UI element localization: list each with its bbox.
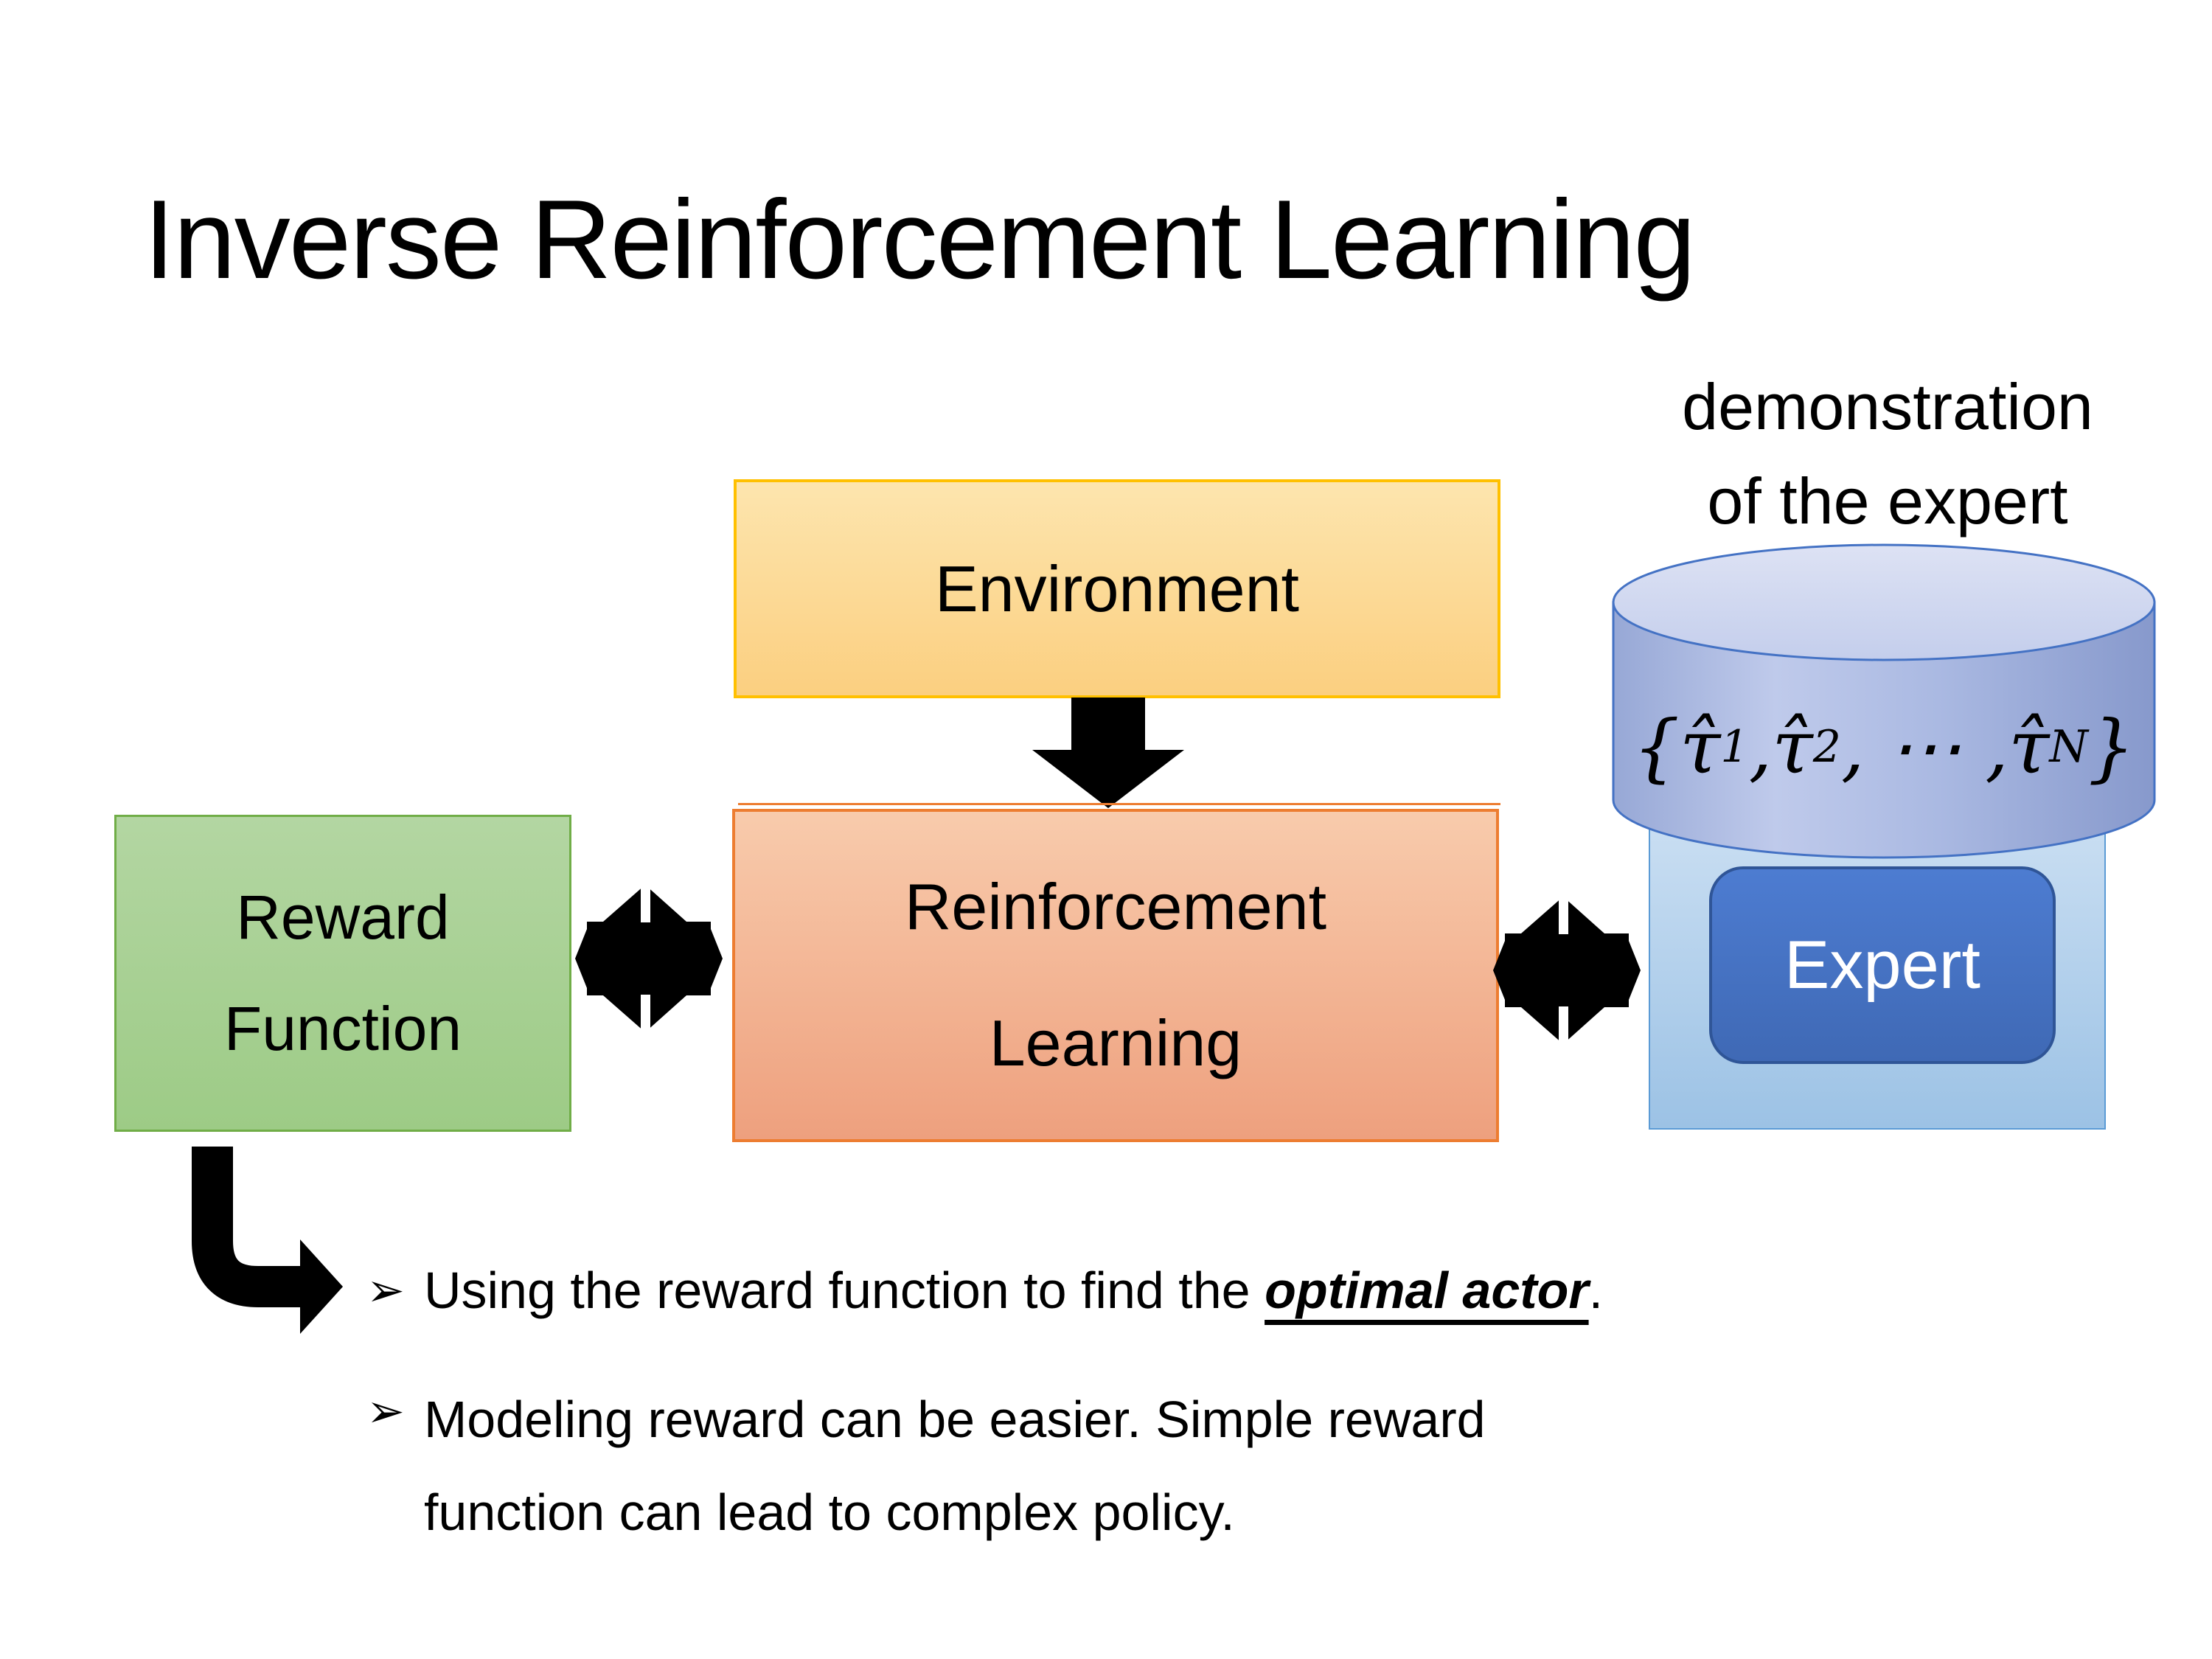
trajectory-set-formula: {τ̂1, τ̂2, ⋯ , τ̂N} bbox=[1632, 703, 2135, 790]
demonstration-label-line1: demonstration bbox=[1682, 370, 2093, 443]
page-title: Inverse Reinforcement Learning bbox=[144, 177, 1696, 302]
bullet-1-text: Using the reward function to find the op… bbox=[424, 1252, 1603, 1329]
bullet-2-text: Modeling reward can be easier. Simple re… bbox=[424, 1373, 1486, 1559]
rl-box-ghost-edge bbox=[738, 803, 1500, 805]
expert-label: Expert bbox=[1784, 927, 1980, 1003]
bullet-item-optimal-actor: ➢ Using the reward function to find the … bbox=[366, 1252, 1989, 1329]
double-arrow-icon-left bbox=[575, 883, 723, 1034]
expert-box: Expert bbox=[1709, 866, 2056, 1064]
demonstration-label: demonstration of the expert bbox=[1615, 360, 2160, 548]
bullet-2-line1: Modeling reward can be easier. Simple re… bbox=[423, 1391, 1486, 1448]
demonstration-label-line2: of the expert bbox=[1707, 464, 2068, 538]
bullet-1-prefix: Using the reward function to find the bbox=[423, 1262, 1265, 1319]
bullet-1-emphasis: optimal actor bbox=[1265, 1262, 1589, 1319]
environment-box: Environment bbox=[734, 479, 1500, 698]
bullet-item-modeling-reward: ➢ Modeling reward can be easier. Simple … bbox=[366, 1373, 1989, 1559]
bullet-arrowhead-icon: ➢ bbox=[366, 1386, 405, 1437]
reinforcement-learning-box: Reinforcement Learning bbox=[732, 809, 1499, 1142]
reward-function-box: Reward Function bbox=[114, 815, 571, 1132]
elbow-arrow-icon bbox=[192, 1147, 343, 1334]
demonstration-database-cylinder bbox=[1612, 543, 2156, 859]
double-arrow-icon-right bbox=[1493, 895, 1641, 1046]
reinforcement-learning-label-line1: Reinforcement bbox=[904, 870, 1327, 944]
bullet-1-suffix: . bbox=[1588, 1262, 1604, 1319]
bullet-2-line2: function can lead to complex policy. bbox=[423, 1484, 1235, 1541]
down-arrow-icon bbox=[1032, 698, 1184, 808]
reward-function-label-line1: Reward bbox=[236, 882, 450, 952]
environment-label: Environment bbox=[934, 552, 1299, 625]
bullet-arrowhead-icon: ➢ bbox=[366, 1265, 405, 1316]
reinforcement-learning-label-line2: Learning bbox=[989, 1006, 1242, 1079]
reward-function-label-line2: Function bbox=[223, 994, 462, 1063]
